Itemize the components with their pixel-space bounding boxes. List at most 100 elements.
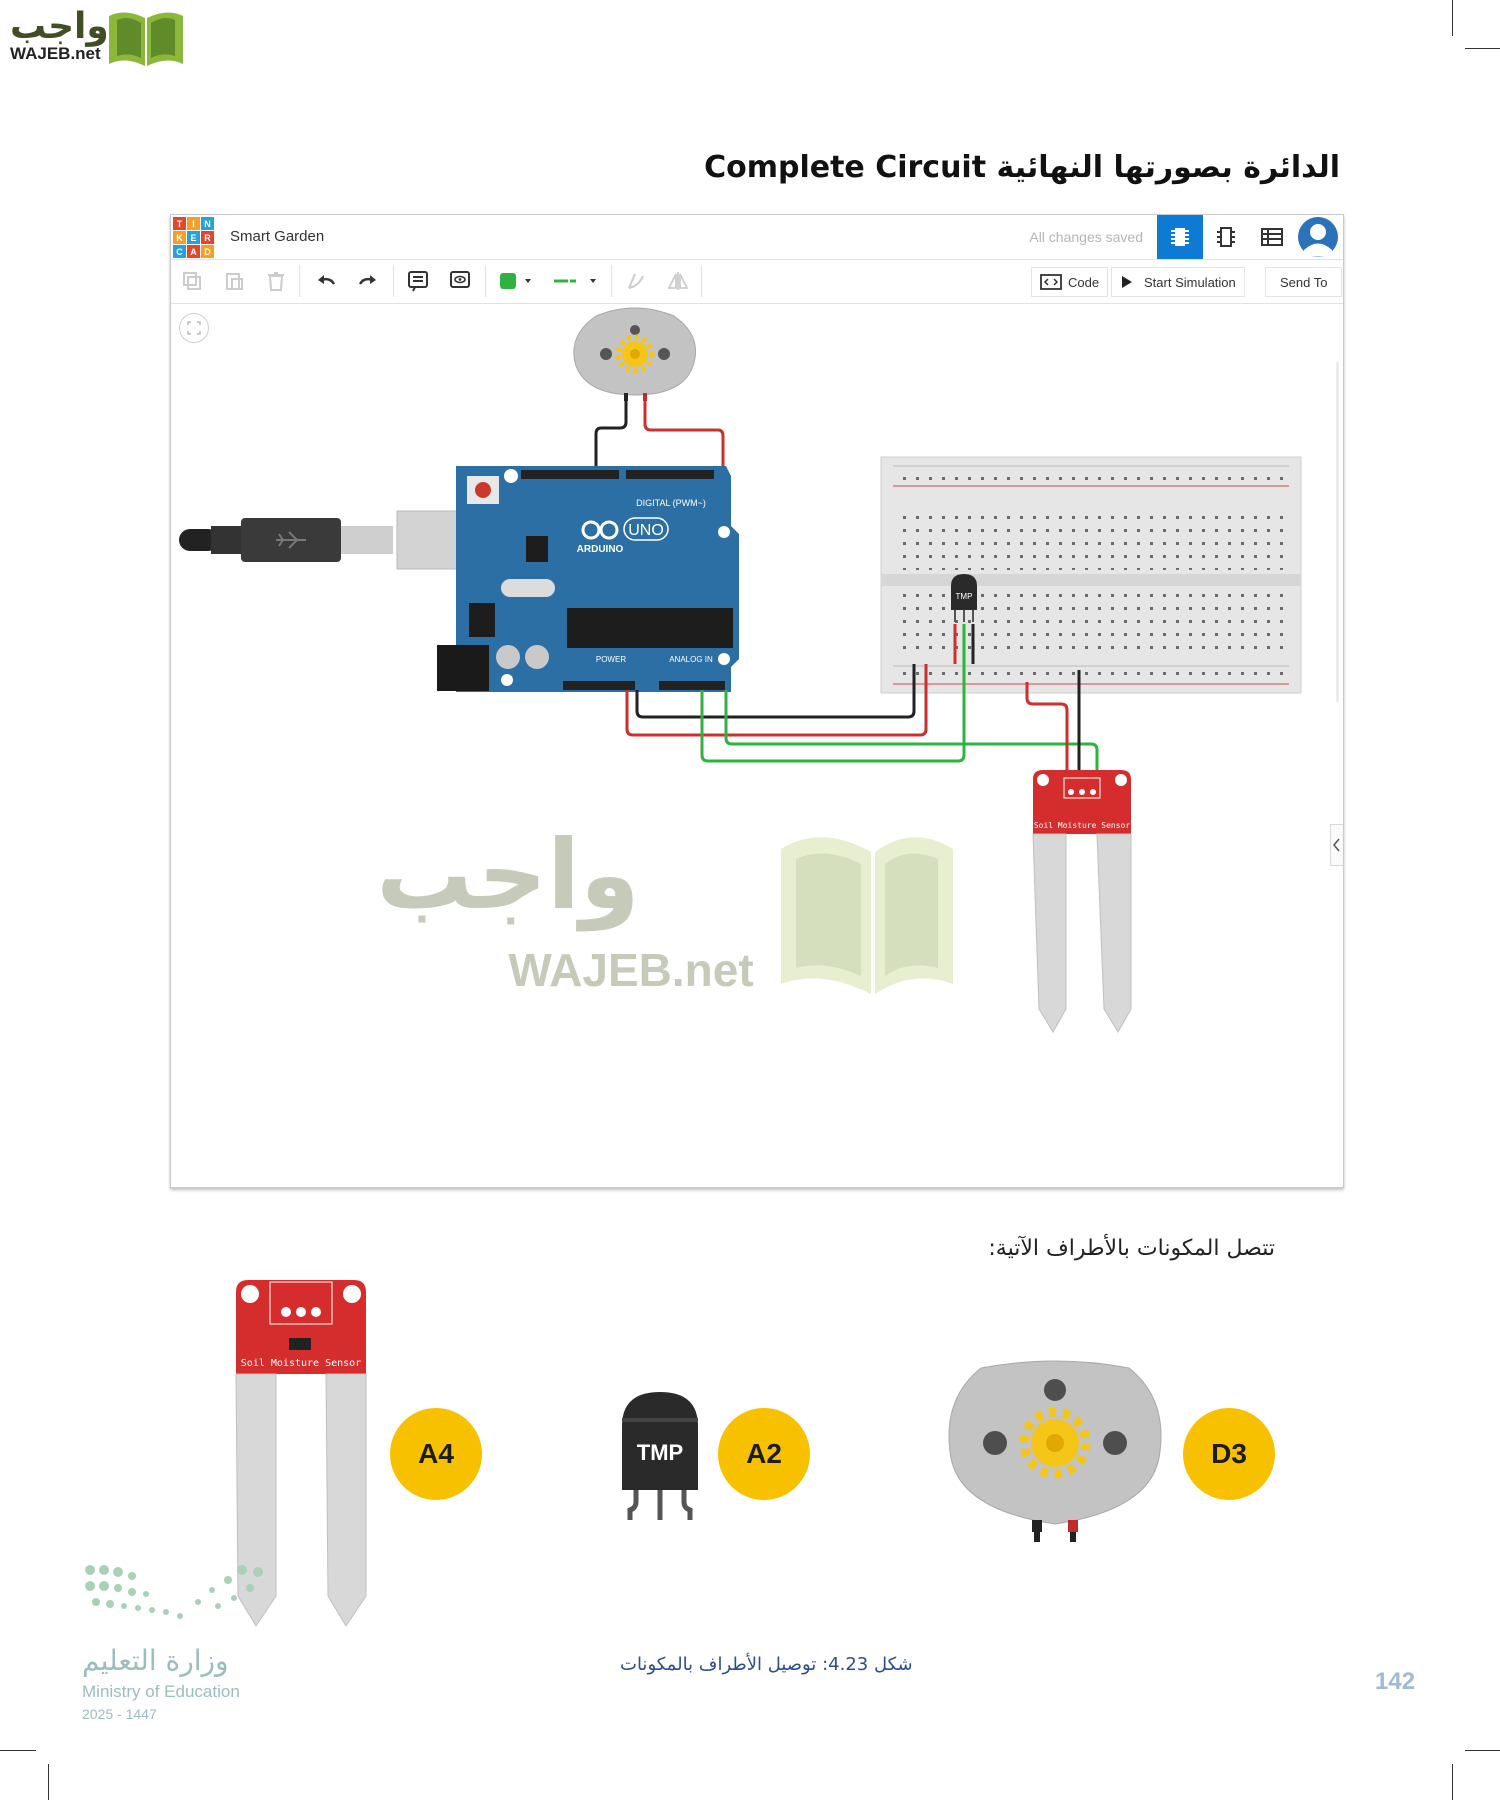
tinkercad-logo[interactable]: T I N K E R C A D bbox=[173, 217, 214, 258]
pin-badge-a2: A2 bbox=[718, 1408, 810, 1500]
sensor-label: Soil Moisture Sensor bbox=[1034, 821, 1131, 830]
delete-button[interactable] bbox=[259, 265, 293, 297]
circuit-canvas[interactable]: واجب WAJEB.net bbox=[171, 304, 1343, 1187]
tinkercad-window: T I N K E R C A D Smart Garden All chang… bbox=[170, 214, 1344, 1188]
ministry-logo: وزارة التعليم Ministry of Education 2025… bbox=[82, 1560, 302, 1730]
notes-button[interactable] bbox=[401, 265, 435, 297]
ministry-english: Ministry of Education bbox=[82, 1682, 240, 1701]
logo-letter: D bbox=[201, 245, 214, 258]
toolbar-separator bbox=[701, 265, 702, 297]
sensor-label: Soil Moisture Sensor bbox=[241, 1358, 361, 1369]
redo-button[interactable] bbox=[351, 265, 385, 297]
eye-note-icon bbox=[450, 271, 470, 288]
arduino-logo-icon bbox=[581, 520, 619, 540]
crop-mark bbox=[1452, 0, 1453, 36]
color-swatch-icon bbox=[500, 273, 531, 289]
crop-mark bbox=[1465, 1750, 1500, 1751]
dc-motor-illustration bbox=[948, 1360, 1162, 1542]
wire-type-icon bbox=[554, 279, 596, 283]
notes-visibility-button[interactable] bbox=[443, 265, 477, 297]
copy-button[interactable] bbox=[175, 265, 209, 297]
start-simulation-button[interactable]: Start Simulation bbox=[1111, 267, 1245, 297]
arduino-uno-board[interactable]: DIGITAL (PWM~) ARDUINO UNO POWER bbox=[437, 466, 739, 692]
start-simulation-label: Start Simulation bbox=[1144, 274, 1236, 290]
crop-mark bbox=[1452, 1764, 1453, 1800]
intro-text: تتصل المكونات بالأطراف الآتية: bbox=[988, 1236, 1275, 1261]
watermark-book-icon bbox=[781, 837, 953, 994]
digital-header-label: DIGITAL (PWM~) bbox=[636, 498, 706, 508]
breadboard[interactable] bbox=[880, 456, 1302, 694]
wire-color-dropdown[interactable] bbox=[493, 265, 539, 297]
arduino-brand: ARDUINO bbox=[577, 544, 624, 555]
logo-letter: K bbox=[173, 231, 186, 244]
rotate-button[interactable] bbox=[619, 265, 653, 297]
component-list-button[interactable] bbox=[1249, 215, 1295, 259]
chevron-left-icon bbox=[1333, 838, 1340, 852]
flip-button[interactable] bbox=[661, 265, 695, 297]
pin-badge-a4: A4 bbox=[390, 1408, 482, 1500]
gear-icon bbox=[615, 334, 655, 374]
dc-motor[interactable] bbox=[573, 307, 697, 401]
watermark: واجب WAJEB.net bbox=[376, 819, 953, 996]
paste-button[interactable] bbox=[217, 265, 251, 297]
wire-5v bbox=[625, 664, 928, 737]
power-header-label: POWER bbox=[596, 655, 626, 664]
gear-icon bbox=[1019, 1407, 1091, 1479]
undo-icon bbox=[318, 275, 336, 285]
send-to-label: Send To bbox=[1280, 274, 1328, 290]
analog-header-label: ANALOG IN bbox=[669, 655, 713, 664]
breadboard-holes bbox=[893, 670, 1289, 682]
circuit-view-button[interactable] bbox=[1157, 215, 1203, 259]
brand-logo: واجب WAJEB.net bbox=[10, 6, 190, 68]
wire-type-dropdown[interactable] bbox=[547, 265, 603, 297]
component-soil-moisture: Soil Moisture Sensor bbox=[234, 1278, 374, 1634]
code-label: Code bbox=[1068, 274, 1100, 290]
pin-badge-d3: D3 bbox=[1183, 1408, 1275, 1500]
ministry-arabic: وزارة التعليم bbox=[82, 1644, 229, 1677]
wire-sensor-sig bbox=[724, 690, 1099, 774]
logo-letter: N bbox=[201, 217, 214, 230]
zoom-to-fit-button[interactable] bbox=[179, 313, 209, 343]
tmp-sensor-illustration: TMP bbox=[622, 1392, 698, 1520]
paste-icon bbox=[226, 273, 243, 290]
title-bar: T I N K E R C A D Smart Garden All chang… bbox=[171, 215, 1343, 260]
logo-letter: C bbox=[173, 245, 186, 258]
note-icon bbox=[408, 271, 428, 292]
wire-tmp-out bbox=[700, 624, 966, 763]
list-icon bbox=[1261, 228, 1283, 246]
wire-sensor-vcc bbox=[1025, 682, 1069, 774]
avatar-icon bbox=[1298, 217, 1338, 257]
page-number: 142 bbox=[1375, 1668, 1416, 1695]
project-name[interactable]: Smart Garden bbox=[230, 228, 325, 245]
figure-caption: شكل 4.23: توصيل الأطراف بالمكونات bbox=[620, 1654, 913, 1675]
schematic-icon bbox=[1217, 227, 1235, 247]
soil-moisture-sensor[interactable]: Soil Moisture Sensor bbox=[1032, 770, 1132, 1033]
temperature-sensor[interactable]: TMP bbox=[951, 574, 977, 622]
scrollbar[interactable] bbox=[1336, 362, 1339, 702]
breadboard-holes bbox=[893, 508, 1289, 570]
copy-icon bbox=[183, 272, 201, 290]
user-avatar[interactable] bbox=[1295, 215, 1341, 259]
toolbar-separator bbox=[393, 265, 394, 297]
send-to-button[interactable]: Send To bbox=[1265, 267, 1343, 297]
component-temperature-sensor: TMP bbox=[618, 1390, 702, 1520]
tmp-label: TMP bbox=[956, 592, 973, 601]
usb-cable bbox=[179, 510, 476, 570]
rotate-icon bbox=[628, 273, 644, 289]
crop-mark bbox=[48, 1764, 49, 1800]
editor-toolbar: Code Start Simulation Send To bbox=[171, 259, 1343, 304]
logo-letter: T bbox=[173, 217, 186, 230]
logo-letter: I bbox=[187, 217, 200, 230]
undo-button[interactable] bbox=[309, 265, 343, 297]
brand-logo-arabic: واجب bbox=[10, 6, 109, 47]
chip-icon bbox=[1171, 228, 1189, 246]
breadboard-holes bbox=[893, 470, 1289, 482]
redo-icon bbox=[358, 275, 376, 285]
ministry-year: 2025 - 1447 bbox=[82, 1706, 157, 1722]
watermark-arabic: واجب bbox=[376, 819, 639, 932]
fit-icon bbox=[187, 321, 201, 335]
schematic-view-button[interactable] bbox=[1203, 215, 1249, 259]
crop-mark bbox=[1465, 48, 1500, 49]
code-button[interactable]: Code bbox=[1031, 267, 1109, 297]
side-panel-toggle[interactable] bbox=[1330, 824, 1343, 866]
